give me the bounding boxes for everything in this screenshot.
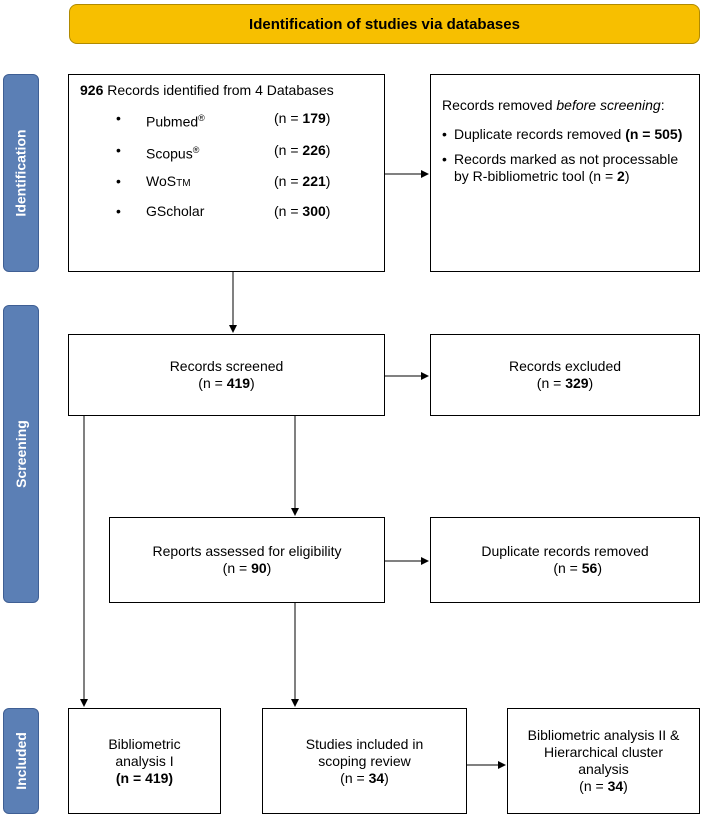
database-name: Pubmed: [146, 113, 199, 130]
scoping-review-box: Studies included in scoping review (n = …: [262, 708, 467, 814]
database-name: WoS: [146, 173, 177, 190]
registered-mark: ®: [192, 144, 200, 155]
records-removed-before-box: Records removed before screening: • Dupl…: [430, 74, 700, 272]
database-name: Scopus: [146, 145, 193, 162]
database-name: GScholar: [146, 203, 205, 220]
duplicate-records-box: Duplicate records removed (n = 56): [430, 517, 700, 603]
database-row-pubmed: • Pubmed® (n = 179): [116, 110, 331, 130]
phase-screening: Screening: [3, 305, 39, 603]
records-identified-count: 926: [80, 82, 104, 98]
records-excluded-value: 329: [565, 375, 589, 391]
reports-assessed-box: Reports assessed for eligibility (n = 90…: [109, 517, 385, 603]
bibliometric-analysis-2-box: Bibliometric analysis II & Hierarchical …: [507, 708, 700, 814]
records-removed-title: Records removed before screening:: [442, 97, 665, 113]
removed-duplicates-item: • Duplicate records removed (n = 505): [442, 126, 683, 142]
header-identification-of-studies: Identification of studies via databases: [69, 4, 700, 44]
records-screened-box: Records screened (n = 419): [68, 334, 385, 416]
database-count: 221: [302, 173, 326, 190]
scoping-review-value: 34: [368, 769, 385, 786]
bibliometric-analysis-1-label: Bibliometric analysis I: [108, 735, 181, 769]
bibliometric-analysis-2-value: 34: [607, 778, 624, 794]
removed-not-processable-item: • Records marked as not processable by R…: [442, 151, 679, 184]
database-count: 226: [302, 141, 326, 158]
records-identified-heading: 926 Records identified from 4 Databases: [80, 82, 384, 99]
bibliometric-analysis-2-label: Bibliometric analysis II & Hierarchical …: [527, 727, 680, 777]
records-excluded-label: Records excluded: [508, 358, 622, 374]
database-count: 179: [302, 110, 326, 126]
records-identified-box: 926 Records identified from 4 Databases …: [68, 74, 385, 272]
records-screened-label: Records screened: [169, 358, 284, 374]
records-excluded-box: Records excluded (n = 329): [430, 334, 700, 416]
phase-identification: Identification: [3, 74, 39, 272]
reports-assessed-label: Reports assessed for eligibility: [152, 543, 342, 559]
database-row-scopus: • Scopus® (n = 226): [116, 141, 331, 162]
records-identified-label: Records identified from 4 Databases: [103, 82, 334, 98]
database-row-gscholar: • GScholar (n = 300): [116, 203, 331, 220]
header-title: Identification of studies via databases: [249, 15, 520, 33]
records-screened-value: 419: [226, 375, 251, 391]
reports-assessed-value: 90: [251, 560, 267, 576]
database-count: 300: [302, 203, 326, 220]
scoping-review-label: Studies included in scoping review: [305, 735, 424, 769]
bibliometric-analysis-1-box: Bibliometric analysis I (n = 419): [68, 708, 221, 814]
database-row-wos: • WoSTM (n = 221): [116, 173, 331, 190]
duplicate-records-value: 56: [581, 560, 598, 576]
duplicate-records-label: Duplicate records removed: [481, 543, 649, 559]
bibliometric-analysis-1-value: 419: [145, 769, 169, 786]
trademark-mark: TM: [176, 178, 191, 190]
registered-mark: ®: [198, 113, 205, 123]
phase-included: Included: [3, 708, 39, 814]
